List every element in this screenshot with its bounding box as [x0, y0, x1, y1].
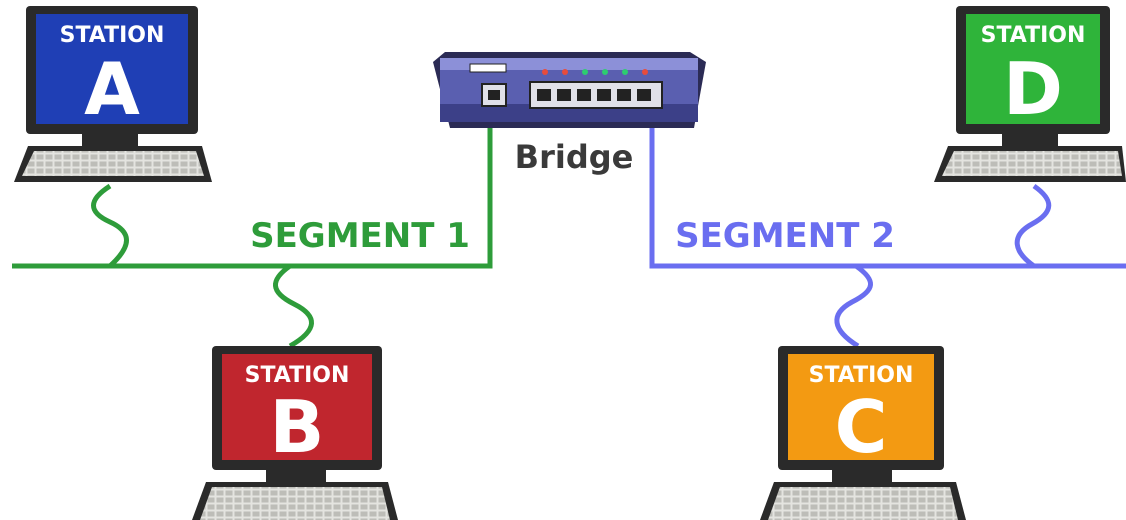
- station-a-letter: A: [84, 47, 140, 131]
- station-b-drop-cable: [273, 263, 314, 349]
- station-d-letter: D: [1003, 47, 1063, 131]
- station-c: STATION C: [760, 346, 966, 520]
- station-b-letter: B: [270, 385, 325, 469]
- station-c-heading: STATION: [809, 363, 914, 388]
- station-c-letter: C: [835, 385, 888, 469]
- station-d: STATION D: [934, 6, 1126, 182]
- station-b: STATION B: [192, 346, 398, 520]
- segment-1-label: SEGMENT 1: [250, 216, 470, 256]
- station-d-drop-cable: [1014, 183, 1052, 269]
- station-a-drop-cable: [91, 183, 129, 268]
- segment-2-label: SEGMENT 2: [675, 216, 895, 256]
- station-d-heading: STATION: [981, 23, 1086, 48]
- bridge-device: [433, 52, 706, 128]
- station-d-screen: [966, 14, 1100, 124]
- station-b-heading: STATION: [245, 363, 350, 388]
- station-c-screen: [788, 354, 934, 460]
- segment-1: [12, 122, 493, 349]
- segment-2: [649, 118, 1126, 349]
- segment-2-line: [649, 118, 1126, 269]
- station-b-screen: [222, 354, 372, 460]
- segment-1-line: [12, 122, 493, 269]
- station-c-drop-cable: [834, 263, 873, 349]
- bridge-label: Bridge: [515, 138, 634, 176]
- station-a-screen: [36, 14, 188, 124]
- station-a-heading: STATION: [60, 23, 165, 48]
- station-a: STATION A: [14, 6, 212, 182]
